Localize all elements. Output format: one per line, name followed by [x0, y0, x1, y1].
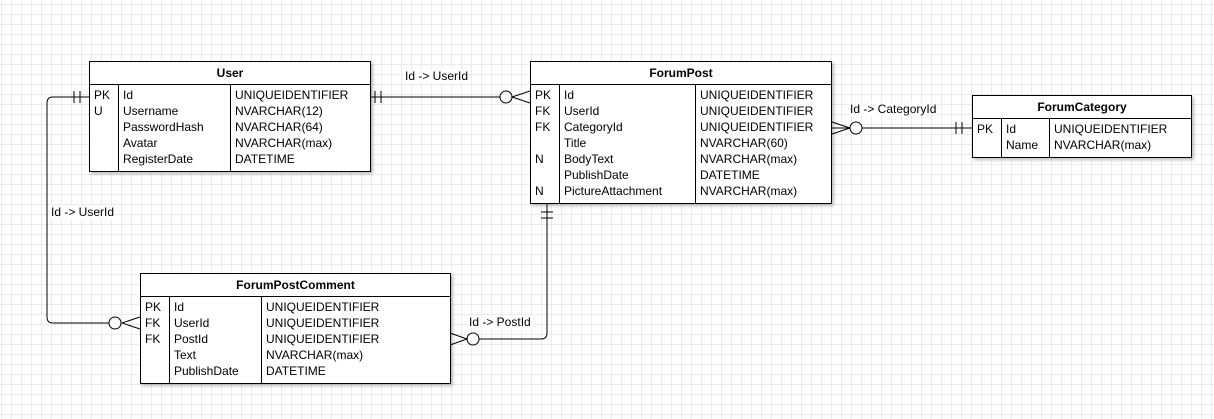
field-name: PictureAttachment [564, 184, 663, 198]
key-column: PK FK FK N N [531, 85, 559, 204]
type-column: UNIQUEIDENTIFIER NVARCHAR(max) [1049, 119, 1191, 158]
edge-label-user-forumpost: Id -> UserId [404, 69, 470, 83]
key-column: PK FK FK [141, 297, 169, 384]
edge-label-forumpost-forumcategory: Id -> CategoryId [849, 102, 938, 116]
field-name: UserId [564, 104, 600, 118]
entity-forumpostcomment[interactable]: ForumPostComment PK FK FK Id UserId Post… [140, 273, 451, 384]
key-cell: FK [535, 120, 551, 134]
field-type: UNIQUEIDENTIFIER [1054, 122, 1168, 136]
entity-title: ForumPost [531, 62, 831, 85]
type-column: UNIQUEIDENTIFIER NVARCHAR(12) NVARCHAR(6… [230, 85, 370, 172]
field-name: Avatar [123, 136, 158, 150]
key-cell: PK [94, 88, 111, 102]
field-type: NVARCHAR(60) [700, 136, 788, 150]
key-cell: FK [145, 332, 161, 346]
entity-forumcategory[interactable]: ForumCategory PK Id Name UNIQUEIDENTIFIE… [972, 95, 1192, 158]
key-column: PK [973, 119, 1001, 158]
key-column: PK U [90, 85, 118, 172]
field-name: UserId [174, 316, 210, 330]
field-name: BodyText [564, 152, 614, 166]
field-type: NVARCHAR(max) [235, 136, 333, 150]
name-column: Id Name [1001, 119, 1049, 158]
name-column: Id UserId CategoryId Title BodyText Publ… [559, 85, 695, 204]
field-type: NVARCHAR(max) [700, 184, 798, 198]
key-cell: U [94, 104, 103, 118]
field-name: PublishDate [174, 364, 239, 378]
field-type: NVARCHAR(64) [235, 120, 323, 134]
key-cell [141, 347, 169, 363]
edge-label-user-forumpostcomment: Id -> UserId [50, 205, 116, 219]
entity-user[interactable]: User PK U Id Username PasswordHash Avata… [89, 61, 371, 172]
key-cell: PK [977, 122, 994, 136]
field-name: RegisterDate [123, 152, 194, 166]
edge-user-forumpostcomment[interactable] [46, 91, 141, 330]
field-type: UNIQUEIDENTIFIER [700, 88, 814, 102]
entity-forumpost[interactable]: ForumPost PK FK FK N N Id UserId Categor… [530, 61, 832, 204]
field-name: PublishDate [564, 168, 629, 182]
name-column: Id UserId PostId Text PublishDate [169, 297, 261, 384]
entity-title: ForumCategory [973, 96, 1191, 119]
field-name: Id [174, 300, 185, 314]
field-type: UNIQUEIDENTIFIER [266, 332, 380, 346]
edge-forumpost-forumcategory[interactable] [831, 121, 972, 135]
field-name: Text [174, 348, 197, 362]
field-type: UNIQUEIDENTIFIER [266, 316, 380, 330]
field-name: Id [123, 88, 134, 102]
key-cell [90, 151, 118, 167]
key-cell: PK [145, 300, 162, 314]
type-column: UNIQUEIDENTIFIER UNIQUEIDENTIFIER UNIQUE… [695, 85, 831, 204]
field-type: NVARCHAR(max) [1054, 138, 1152, 152]
field-type: DATETIME [700, 168, 760, 182]
field-name: PostId [174, 332, 209, 346]
key-cell [531, 135, 559, 151]
field-type: UNIQUEIDENTIFIER [266, 300, 380, 314]
key-cell [531, 167, 559, 183]
entity-title: User [90, 62, 370, 85]
field-name: PasswordHash [123, 120, 204, 134]
key-cell: N [535, 152, 544, 166]
name-column: Id Username PasswordHash Avatar Register… [118, 85, 230, 172]
edge-user-forumpost[interactable] [371, 90, 531, 104]
field-type: NVARCHAR(max) [700, 152, 798, 166]
key-cell: FK [145, 316, 161, 330]
field-type: UNIQUEIDENTIFIER [700, 120, 814, 134]
field-name: CategoryId [564, 120, 623, 134]
field-type: DATETIME [235, 152, 295, 166]
key-cell: FK [535, 104, 551, 118]
key-cell [90, 119, 118, 135]
key-cell [90, 135, 118, 151]
field-type: DATETIME [266, 364, 326, 378]
field-type: NVARCHAR(max) [266, 348, 364, 362]
field-name: Id [564, 88, 575, 102]
field-type: NVARCHAR(12) [235, 104, 323, 118]
field-type: UNIQUEIDENTIFIER [235, 88, 349, 102]
field-name: Id [1006, 122, 1017, 136]
field-name: Name [1006, 138, 1039, 152]
edge-label-forumpost-forumpostcomment: Id -> PostId [468, 315, 532, 329]
field-name: Username [123, 104, 179, 118]
key-cell [973, 137, 1001, 153]
type-column: UNIQUEIDENTIFIER UNIQUEIDENTIFIER UNIQUE… [261, 297, 450, 384]
edge-forumpost-forumpostcomment[interactable] [449, 204, 553, 346]
key-cell: N [535, 184, 544, 198]
field-type: UNIQUEIDENTIFIER [700, 104, 814, 118]
field-name: Title [564, 136, 587, 150]
key-cell: PK [535, 88, 552, 102]
entity-title: ForumPostComment [141, 274, 450, 297]
key-cell [141, 363, 169, 379]
